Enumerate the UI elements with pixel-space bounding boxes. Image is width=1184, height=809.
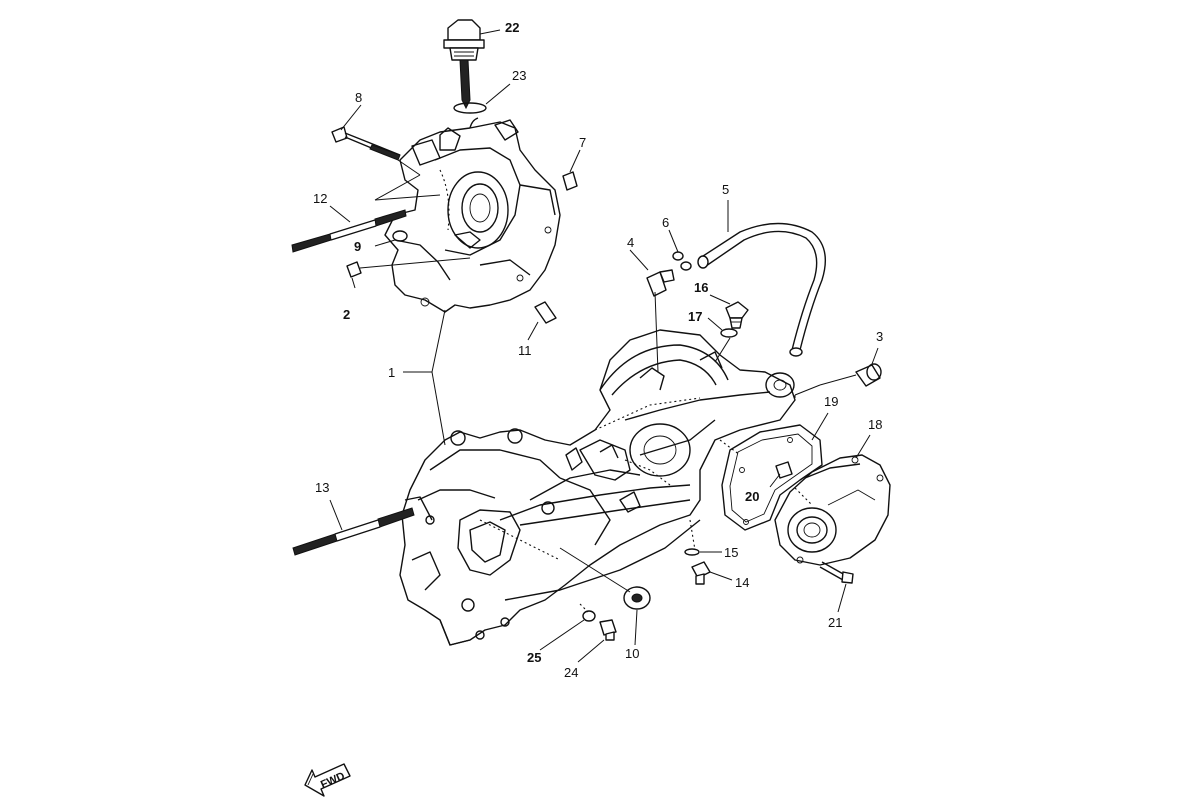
callout-20: 20 [745,489,759,504]
callout-2: 2 [343,307,350,322]
callout-8: 8 [355,90,362,105]
callout-18: 18 [868,417,882,432]
gasket-15 [684,548,700,556]
callout-13: 13 [315,480,329,495]
callout-16: 16 [694,280,708,295]
dipstick-o-ring [453,102,487,114]
drain-plug-gasket-17 [720,328,738,338]
breather-hose-5 [697,222,826,357]
leader-lines [329,29,879,663]
stud-bolt-13 [292,507,415,556]
washer-9 [392,230,408,242]
stud-bolt-12 [291,209,407,253]
callout-25: 25 [527,650,541,665]
cover-bolt-21 [819,561,854,584]
callout-labels: 1 2 3 4 5 6 7 8 9 10 11 12 13 14 15 16 1… [313,20,883,680]
rubber-damper-3 [855,363,882,387]
callout-7: 7 [579,135,586,150]
dowel-pin-7 [562,171,578,191]
callout-11: 11 [518,343,532,358]
callout-24: 24 [564,665,578,680]
callout-19: 19 [824,394,838,409]
main-crankcase [399,329,796,646]
forward-direction-arrow-icon: FWD [304,763,351,797]
drain-plug-16 [725,301,749,329]
oil-seal-10 [623,586,651,610]
callout-14: 14 [735,575,749,590]
callout-4: 4 [627,235,634,250]
dowel-pin-11 [534,301,557,324]
left-crankcase-half [384,117,561,313]
callout-21: 21 [828,615,842,630]
drain-bolt-14 [691,561,711,585]
long-bolt-8 [331,126,401,161]
callout-15: 15 [724,545,738,560]
callout-1: 1 [388,365,395,380]
dipstick-oil-level-gauge [443,19,485,110]
callout-17: 17 [688,309,702,324]
breather-elbow-fitting-4 [646,269,675,297]
callout-3: 3 [876,329,883,344]
callout-6: 6 [662,215,669,230]
callout-22: 22 [505,20,519,35]
right-crankcase-cover [774,454,891,566]
callout-12: 12 [313,191,327,206]
hose-clip-6 [672,251,692,271]
cover-gasket [721,424,823,531]
callout-10: 10 [625,646,639,661]
washer-25 [582,610,596,622]
callout-5: 5 [722,182,729,197]
callout-23: 23 [512,68,526,83]
dowel-pin-2 [346,261,362,278]
bolt-24 [599,619,617,641]
callout-9: 9 [354,239,361,254]
